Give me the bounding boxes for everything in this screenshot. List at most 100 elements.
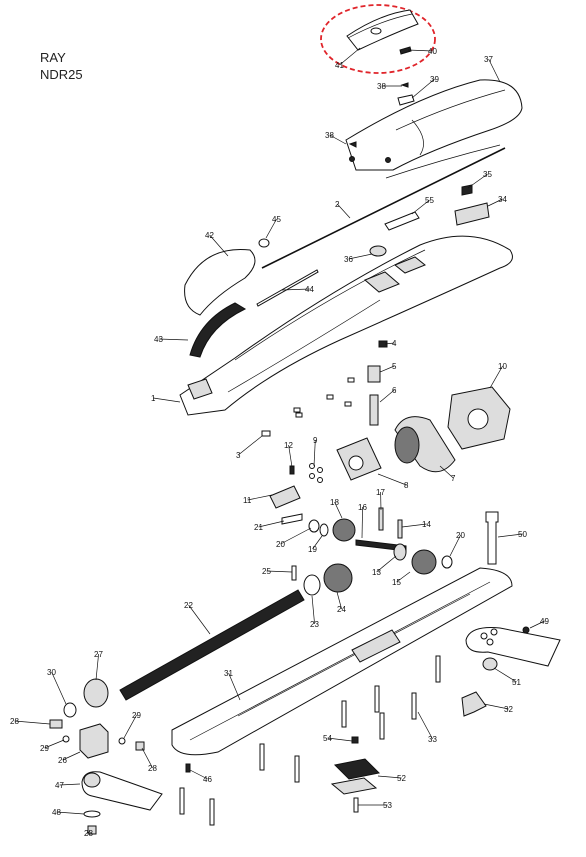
part-housing-window (394, 256, 426, 274)
part-screw (385, 157, 391, 163)
leader-line (238, 435, 263, 456)
leader-line (361, 506, 363, 539)
part-nut (317, 467, 323, 473)
part-number-label: 17 (376, 488, 385, 497)
part-small-plate (347, 377, 355, 383)
part-housing-window (364, 271, 400, 293)
leader-line (396, 571, 411, 583)
part-screw (179, 787, 185, 815)
leader-line (189, 769, 208, 780)
leader-lines (14, 47, 545, 834)
leader-line (417, 711, 433, 740)
leader-line (376, 555, 397, 573)
part-nut (309, 463, 315, 469)
leader-line (377, 775, 402, 779)
leader-line (158, 338, 189, 341)
part-nut (378, 340, 388, 348)
part-ring (258, 238, 270, 248)
leader-line (487, 198, 503, 207)
leader-line (483, 703, 509, 710)
leader-line (14, 720, 51, 725)
part-nut (317, 477, 323, 483)
part-number-label: 39 (430, 75, 439, 84)
part-washer (62, 735, 70, 743)
leader-line (266, 570, 293, 573)
part-number-label: 3 (236, 451, 241, 460)
part-housing-end (187, 378, 213, 400)
part-cover-hole (370, 27, 382, 35)
part-cable-gland (461, 691, 487, 717)
part-screw (411, 692, 417, 720)
part-lead-screw (119, 589, 305, 701)
part-number-label: 7 (451, 474, 456, 483)
part-number-label: 23 (310, 620, 319, 629)
part-washer (319, 523, 329, 537)
part-number-label: 20 (456, 531, 465, 540)
part-number-label: 12 (284, 441, 293, 450)
leader-line (489, 365, 503, 389)
leader-line (493, 667, 517, 683)
part-number-label: 22 (184, 601, 193, 610)
part-arm-hole (480, 632, 488, 640)
part-screw (348, 141, 357, 148)
part-number-label: 24 (337, 605, 346, 614)
leader-line (288, 444, 293, 468)
part-screw (294, 755, 300, 783)
part-number-label: 37 (484, 55, 493, 64)
leader-line (334, 501, 343, 519)
leader-line (379, 389, 395, 403)
leader-line (44, 739, 65, 749)
part-upper-cover (345, 79, 523, 171)
part-number-label: 26 (58, 756, 67, 765)
part-arm-hole (490, 628, 498, 636)
part-pin (291, 565, 297, 581)
part-bolt (485, 511, 499, 565)
leader-line (411, 199, 430, 215)
part-washer (308, 519, 320, 533)
part-small-screw (185, 763, 191, 773)
part-dowel (378, 507, 384, 531)
leader-line (488, 58, 501, 83)
part-number-label: 13 (372, 568, 381, 577)
leader-line (95, 653, 99, 681)
part-screw (353, 797, 359, 813)
part-number-label: 15 (392, 578, 401, 587)
part-number-label: 29 (40, 744, 49, 753)
part-terminal-block (333, 758, 381, 780)
part-number-label: 54 (323, 734, 332, 743)
part-number-label: 44 (305, 285, 314, 294)
leader-line (281, 288, 310, 291)
part-pivot (83, 772, 101, 788)
part-number-label: 10 (498, 362, 507, 371)
part-washer (83, 810, 101, 818)
part-mount-bracket (79, 723, 109, 759)
leader-line (312, 535, 323, 550)
leader-line (529, 620, 545, 629)
part-pulley (369, 245, 387, 257)
part-washer (441, 555, 453, 569)
part-cover-plate (346, 9, 419, 51)
leader-line (56, 811, 85, 815)
part-pin (281, 513, 303, 525)
leader-line (327, 737, 353, 742)
part-screw (341, 700, 347, 728)
leader-line (348, 253, 373, 260)
part-washer (118, 737, 126, 745)
part-screw (435, 655, 441, 683)
part-number-label: 35 (483, 170, 492, 179)
part-arm-hole (522, 626, 530, 634)
leader-line (280, 527, 312, 545)
part-bolt-head (87, 825, 97, 835)
leader-line (439, 465, 454, 479)
leader-line (311, 595, 315, 625)
part-bolt-head (49, 719, 63, 729)
part-number-label: 6 (392, 386, 397, 395)
leader-line (449, 534, 461, 557)
part-number-label: 29 (132, 711, 141, 720)
leader-line (329, 134, 347, 145)
part-flange-hole (348, 455, 364, 471)
part-number-label: 8 (404, 481, 409, 490)
part-number-labels: 1234567891011121314151617181920202122232… (10, 47, 549, 838)
part-small-plate (326, 394, 334, 400)
part-gear (332, 518, 356, 542)
